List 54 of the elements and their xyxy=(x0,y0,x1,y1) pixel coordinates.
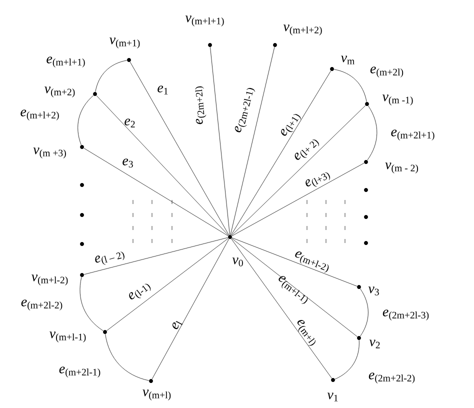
edge-label: e$_{(l – 2)}$ xyxy=(95,252,124,265)
edge-line xyxy=(84,237,228,275)
edge-line xyxy=(230,70,332,236)
vertex-label: v$_{(m+1)}$ xyxy=(110,38,140,48)
edge-label: e$_{(2m+2l-2)}$ xyxy=(368,372,415,384)
edge-label: e$_{2}$ xyxy=(124,118,135,128)
vertex-label: v$_{(m+l-2)}$ xyxy=(32,274,68,286)
edge-label: e$_{3}$ xyxy=(122,158,133,168)
edge-line xyxy=(367,106,378,160)
edge-line xyxy=(80,276,104,332)
edge-line xyxy=(232,238,358,286)
edge-line xyxy=(105,334,150,381)
edge-line xyxy=(96,95,229,236)
edge-label: e$_{(m+2l-2)}$ xyxy=(21,300,62,310)
vertex-label: v$_{(m +3)}$ xyxy=(33,148,66,158)
vertex-label: v$_{(m - 2)}$ xyxy=(385,162,418,174)
edge-label: e$_{(m+l+1)}$ xyxy=(46,56,85,68)
vertex-label: v$_{0}$ xyxy=(232,258,243,266)
vertex-label: v$_{3}$ xyxy=(368,286,379,296)
vertex-label: v$_{1}$ xyxy=(327,392,338,402)
edge-line xyxy=(84,148,228,236)
vertex-label: v$_{(m+2)}$ xyxy=(44,86,75,98)
vertex-label: v$_{(m+l)}$ xyxy=(142,390,171,400)
vertex-label: v$_{(m -1)}$ xyxy=(382,94,413,106)
edge-label: e$_{(2m+2l)}$ xyxy=(195,86,206,124)
edge-label: e$_{(m+2l-1)}$ xyxy=(59,366,100,378)
edge-line xyxy=(95,60,128,92)
edge-line xyxy=(152,238,230,380)
edge-label: e$_{(2m+2l-3)}$ xyxy=(382,310,429,320)
edge-label: e$_{(m+2l)}$ xyxy=(370,66,404,78)
edge-line xyxy=(130,62,230,236)
edge-line xyxy=(231,238,332,378)
edge-line xyxy=(232,238,358,337)
vertex-label: v$_{(m+l-1)}$ xyxy=(50,332,86,342)
edge-line xyxy=(106,238,228,331)
vertex-label: v$_{(m+l+2)}$ xyxy=(283,24,322,36)
edge-line xyxy=(230,46,275,236)
edge-line xyxy=(232,162,364,236)
edge-line xyxy=(210,46,230,236)
edge-line xyxy=(334,340,360,380)
edge-line xyxy=(334,69,367,102)
vertex-label: v$_{2}$ xyxy=(369,340,380,348)
edge-label: e$_{(l-1)}$ xyxy=(129,284,151,300)
edge-label: e$_{l}$ xyxy=(172,320,183,330)
edge-label: e$_{(l+ 2)}$ xyxy=(294,140,319,160)
edge-line xyxy=(231,105,366,236)
edge-label: e$_{(m+2l+1)}$ xyxy=(391,130,434,140)
vertex-label: v$_{m}$ xyxy=(341,56,355,64)
edge-label: e$_{(l+3)}$ xyxy=(306,172,330,187)
edge-label: e$_{1}$ xyxy=(158,86,168,94)
edge-line xyxy=(360,288,368,336)
edge-line xyxy=(78,95,94,146)
edge-label: e$_{(m+l+2)}$ xyxy=(20,110,59,120)
vertex-label: v$_{(m+l+1)}$ xyxy=(185,16,224,26)
